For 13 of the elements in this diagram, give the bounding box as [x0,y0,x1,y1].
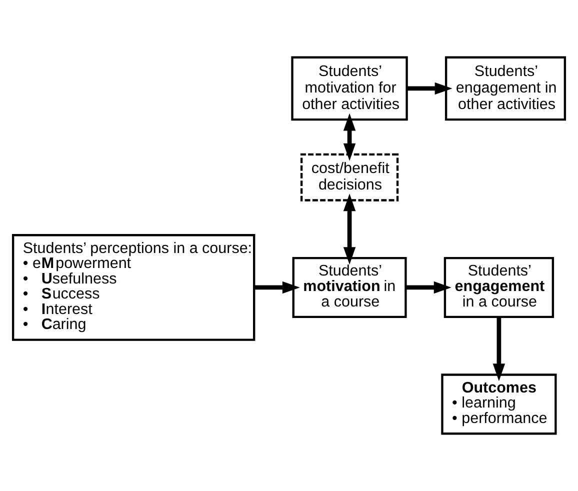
arrow [254,281,300,294]
node-box: Students’ engagement in a course [444,256,554,318]
node-box: Students’ engagement in other activities [444,56,566,121]
arrow [343,113,356,161]
arrow [406,281,452,294]
arrow [343,194,356,265]
node-box: Outcomes • learning • performance [441,374,557,435]
node-box: cost/benefit decisions [300,153,399,202]
node-box: Students’ motivation in a course [292,256,407,318]
arrow [492,317,506,382]
node-box: Students’ perceptions in a course: • eMpowerment • Usefulness • Success • Interest • Caring [12,234,256,341]
node-box: Students’ motivation for other activities [291,56,408,121]
arrow [406,82,452,95]
